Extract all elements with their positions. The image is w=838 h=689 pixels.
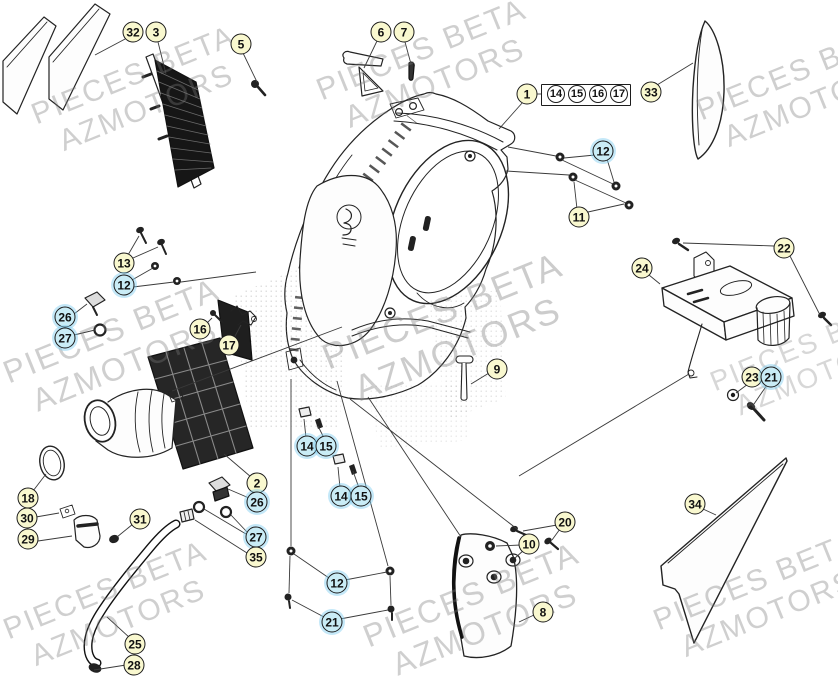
- callout-33[interactable]: 33: [640, 81, 662, 103]
- callout-14[interactable]: 14: [296, 435, 318, 457]
- callout-17[interactable]: 17: [218, 334, 240, 356]
- callout-21[interactable]: 21: [760, 366, 782, 388]
- callout-10[interactable]: 10: [518, 533, 540, 555]
- callout-15[interactable]: 15: [350, 485, 372, 507]
- callout-12[interactable]: 12: [326, 572, 348, 594]
- callout-17[interactable]: 17: [610, 85, 628, 103]
- callout-29[interactable]: 29: [17, 528, 39, 550]
- callout-15[interactable]: 15: [315, 435, 337, 457]
- callout-14[interactable]: 14: [547, 85, 565, 103]
- callout-30[interactable]: 30: [16, 507, 38, 529]
- callout-15[interactable]: 15: [568, 85, 586, 103]
- callout-23[interactable]: 23: [741, 366, 763, 388]
- callout-34[interactable]: 34: [684, 493, 706, 515]
- callout-22[interactable]: 22: [773, 237, 795, 259]
- callout-14[interactable]: 14: [330, 485, 352, 507]
- callout-18[interactable]: 18: [17, 487, 39, 509]
- callout-27[interactable]: 27: [54, 327, 76, 349]
- callout-20[interactable]: 20: [554, 511, 576, 533]
- callout-5[interactable]: 5: [230, 33, 252, 55]
- callout-26[interactable]: 26: [54, 306, 76, 328]
- callout-32[interactable]: 32: [122, 21, 144, 43]
- callout-7[interactable]: 7: [393, 21, 415, 43]
- callout-26[interactable]: 26: [246, 491, 268, 513]
- callout-24[interactable]: 24: [631, 257, 653, 279]
- callout-16[interactable]: 16: [589, 85, 607, 103]
- callout-12[interactable]: 12: [592, 140, 614, 162]
- callout-16[interactable]: 16: [189, 318, 211, 340]
- callout-6[interactable]: 6: [370, 21, 392, 43]
- callout-8[interactable]: 8: [532, 601, 554, 623]
- callout-25[interactable]: 25: [124, 633, 146, 655]
- callout-35[interactable]: 35: [245, 546, 267, 568]
- callout-27[interactable]: 27: [245, 526, 267, 548]
- callout-28[interactable]: 28: [123, 654, 145, 676]
- callout-13[interactable]: 13: [113, 252, 135, 274]
- callout-31[interactable]: 31: [129, 508, 151, 530]
- callout-21[interactable]: 21: [321, 611, 343, 633]
- callout-2[interactable]: 2: [246, 472, 268, 494]
- callout-9[interactable]: 9: [486, 358, 508, 380]
- callout-1[interactable]: 1: [516, 83, 538, 105]
- callout-11[interactable]: 11: [568, 206, 590, 228]
- callout-3[interactable]: 3: [145, 21, 167, 43]
- callout-12[interactable]: 12: [113, 274, 135, 296]
